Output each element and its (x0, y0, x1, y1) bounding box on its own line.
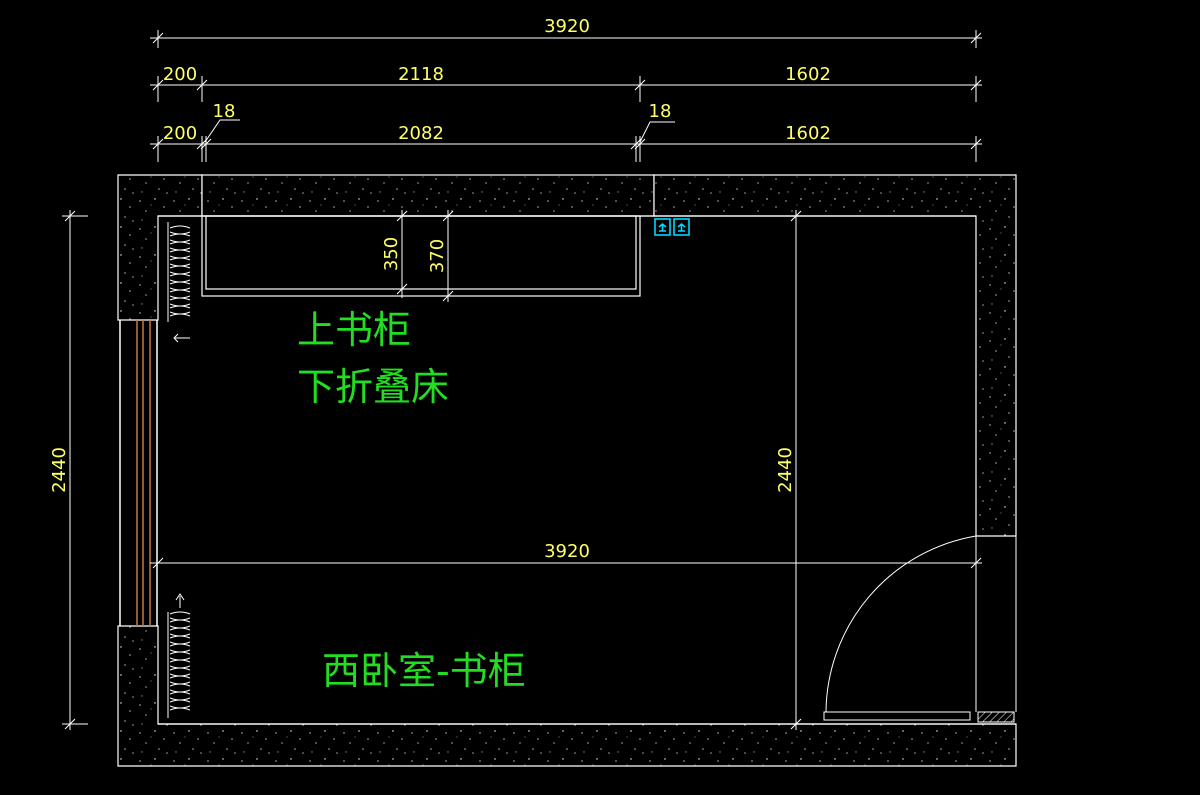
dim-cabinet-depth-1: 350 (381, 237, 402, 271)
door-swing-icon (823, 535, 1017, 723)
dim-row3-right-thin: 18 (649, 101, 672, 122)
bookcase-cabinet (201, 215, 641, 297)
dimension-lines-top (150, 30, 982, 162)
wall-top (201, 174, 655, 217)
window (119, 320, 158, 626)
wall-top-left (117, 174, 203, 321)
dim-row2-mid: 2118 (398, 64, 444, 85)
dimension-labels: 3920 200 2118 1602 18 18 200 2082 1602 3… (49, 16, 831, 562)
curtain-icon (167, 222, 191, 343)
dim-row3-left-thin: 18 (213, 101, 236, 122)
wall-top-right (653, 174, 1017, 537)
walls (117, 174, 1017, 767)
room-labels: 上书柜 下折叠床 西卧室-书柜 (297, 308, 526, 693)
dim-row2-left: 200 (163, 64, 197, 85)
curtain-icon (167, 593, 191, 718)
dimension-line-inner (150, 557, 982, 569)
dim-inner-height: 2440 (775, 447, 796, 493)
socket-outlet-icon (654, 218, 671, 236)
dim-row3-right: 1602 (785, 123, 831, 144)
room-outline (158, 215, 1016, 725)
dim-row3-mid: 2082 (398, 123, 444, 144)
dimension-lines-vertical (62, 210, 804, 730)
dim-row2-right: 1602 (785, 64, 831, 85)
cabinet-note-line2: 下折叠床 (297, 365, 449, 409)
socket-outlet-icon (673, 218, 690, 236)
dim-row3-left: 200 (163, 123, 197, 144)
dim-cabinet-depth-2: 370 (427, 239, 448, 273)
dim-top-total: 3920 (544, 16, 590, 37)
dim-inner-width: 3920 (544, 541, 590, 562)
room-title: 西卧室-书柜 (322, 649, 526, 693)
cabinet-note-line1: 上书柜 (297, 308, 411, 352)
dim-left-height: 2440 (49, 447, 70, 493)
wall-bottom (117, 625, 1017, 767)
